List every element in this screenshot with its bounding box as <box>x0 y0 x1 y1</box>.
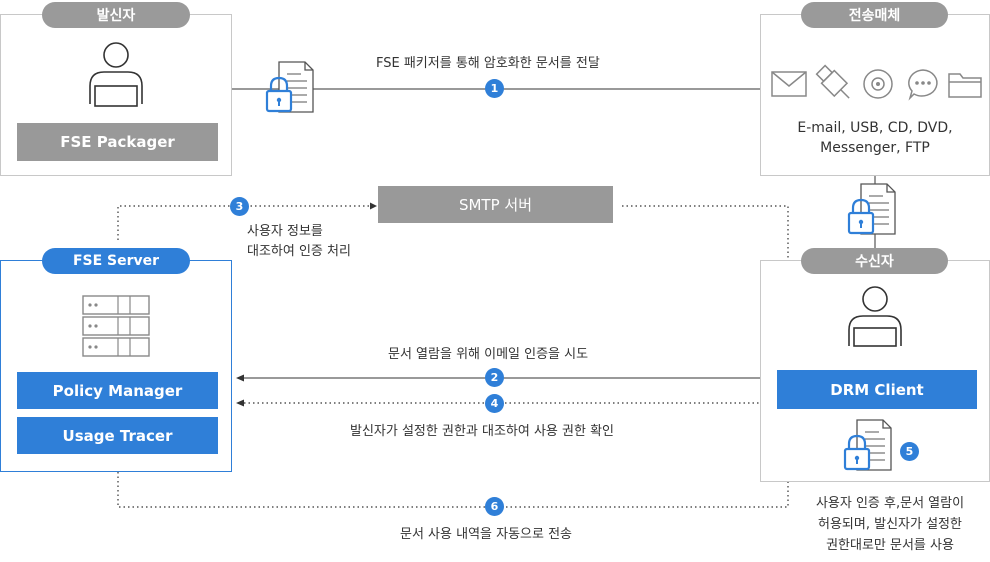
fse-server-label: FSE Server <box>42 248 190 274</box>
step3-text-line2: 대조하여 인증 처리 <box>247 244 351 259</box>
folder-icon <box>948 73 982 98</box>
receiver-label: 수신자 <box>801 248 948 274</box>
receiver-note-line3: 권한대로만 문서를 사용 <box>826 538 954 553</box>
step2-badge: 2 <box>485 368 504 387</box>
step4-text: 발신자가 설정한 권한과 대조하여 사용 권한 확인 <box>350 424 614 439</box>
step4-badge: 4 <box>485 394 504 413</box>
disc-icon <box>863 69 893 99</box>
media-label: 전송매체 <box>801 2 948 28</box>
step1-badge: 1 <box>485 79 504 98</box>
locked-document-icon <box>265 61 314 113</box>
server-rack-icon <box>82 295 150 357</box>
step2-text: 문서 열람을 위해 이메일 인증을 시도 <box>388 347 589 362</box>
fse-packager-bar: FSE Packager <box>17 123 218 161</box>
step6-badge: 6 <box>485 497 504 516</box>
media-desc-line1: E-mail, USB, CD, DVD, <box>797 120 953 136</box>
receiver-note-line1: 사용자 인증 후,문서 열람이 <box>815 496 965 511</box>
messenger-icon <box>908 69 938 101</box>
step3-badge: 3 <box>230 197 249 216</box>
smtp-server-bar: SMTP 서버 <box>378 186 613 223</box>
usage-tracer-bar: Usage Tracer <box>17 417 218 454</box>
step1-text: FSE 패키저를 통해 암호화한 문서를 전달 <box>376 56 600 71</box>
step5-badge: 5 <box>900 442 919 461</box>
step6-text: 문서 사용 내역을 자동으로 전송 <box>400 527 573 542</box>
mail-icon <box>771 71 807 97</box>
locked-document-icon <box>847 183 896 235</box>
step3-text-line1: 사용자 정보를 <box>247 224 323 239</box>
drm-client-bar: DRM Client <box>777 370 977 409</box>
media-desc-line2: Messenger, FTP <box>820 140 930 156</box>
user-icon <box>848 286 902 347</box>
receiver-note-line2: 허용되며, 발신자가 설정한 <box>818 517 962 532</box>
locked-document-icon <box>843 419 892 471</box>
user-icon <box>89 42 143 107</box>
sender-label: 발신자 <box>42 2 190 28</box>
policy-manager-bar: Policy Manager <box>17 372 218 409</box>
usb-icon <box>815 64 850 99</box>
